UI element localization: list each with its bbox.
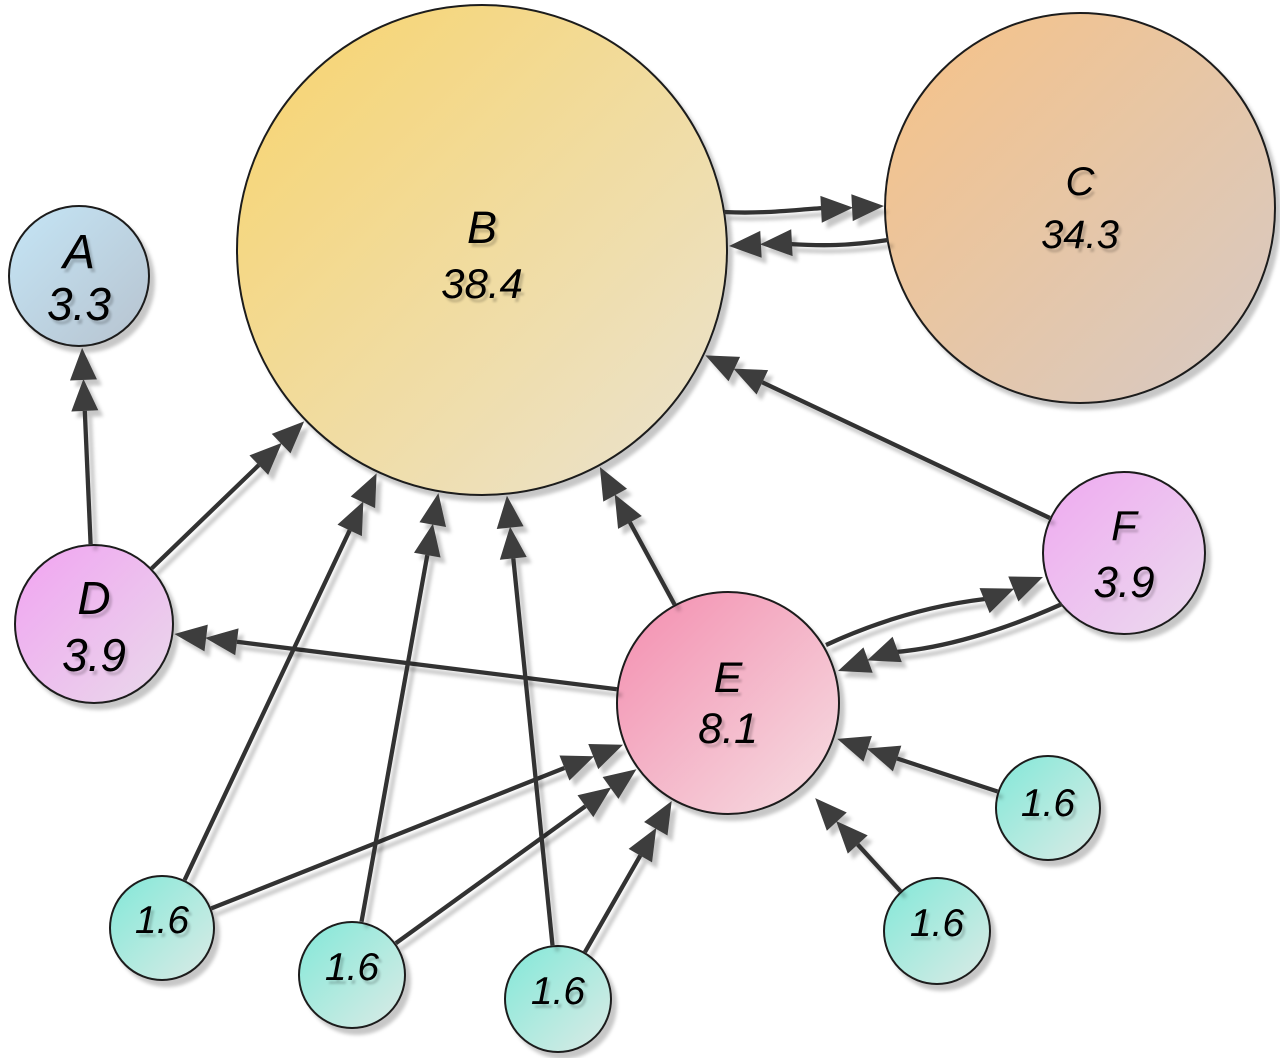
node-G1-value: 1.6	[135, 899, 190, 942]
node-G1-circle	[109, 875, 215, 981]
node-E	[616, 591, 840, 815]
node-A-circle	[8, 205, 150, 347]
edge-G2-B-arrowhead	[413, 493, 447, 558]
node-B-label: B	[467, 202, 497, 253]
edge-C-B-arrowhead	[729, 229, 793, 258]
edge-F-E-arrowhead	[838, 636, 902, 673]
edge-G4-E	[815, 798, 903, 893]
node-C-label: C	[1066, 160, 1096, 204]
edge-G2-E	[394, 769, 637, 946]
node-A	[8, 205, 150, 347]
edge-G3-E-arrowhead	[628, 800, 672, 863]
edge-D-B	[150, 421, 305, 571]
node-G4-value: 1.6	[910, 902, 965, 945]
edge-G5-E-line	[896, 756, 999, 794]
edge-D-A-arrowhead	[69, 347, 99, 412]
edge-G3-B-line	[511, 558, 555, 946]
edge-G2-B	[359, 493, 447, 923]
node-D-value: 3.9	[62, 629, 126, 681]
node-C-value: 34.3	[1041, 213, 1119, 257]
edge-D-A-line	[82, 410, 93, 545]
edge-F-B	[705, 355, 1051, 520]
node-A-label: A	[60, 226, 95, 279]
edge-E-D	[174, 624, 618, 692]
node-F-circle	[1042, 471, 1206, 635]
edge-G1-B	[182, 473, 377, 882]
edge-E-B	[599, 467, 677, 606]
edge-F-E	[838, 602, 1063, 673]
node-C	[884, 12, 1276, 404]
node-F	[1042, 471, 1206, 635]
edge-G2-E-arrowhead	[577, 769, 637, 818]
edge-E-F	[825, 576, 1043, 647]
node-G1	[109, 875, 215, 981]
edge-D-B-arrowhead	[249, 421, 305, 475]
edge-E-B-line	[628, 521, 677, 606]
edge-G5-E	[837, 736, 999, 794]
node-E-label: E	[714, 654, 744, 702]
edge-F-E-line	[895, 602, 1063, 655]
edge-G1-E-line	[210, 766, 566, 911]
edge-G3-B	[496, 495, 555, 946]
node-G3-value: 1.6	[531, 970, 586, 1013]
edge-E-F-line	[825, 596, 986, 647]
node-D-circle	[14, 544, 174, 704]
edge-G1-B-arrowhead	[337, 473, 377, 537]
edge-G1-B-line	[182, 529, 352, 882]
edge-C-B	[729, 229, 889, 258]
edge-F-B-line	[761, 380, 1051, 520]
node-G5-circle	[995, 755, 1101, 861]
edge-G2-E-line	[394, 804, 587, 946]
node-B-circle	[236, 4, 728, 496]
edge-E-B-arrowhead	[599, 467, 642, 529]
edge-C-B-line	[788, 237, 889, 248]
node-G2-value: 1.6	[325, 946, 380, 989]
edge-G4-E-arrowhead	[815, 798, 868, 854]
edge-F-B-arrowhead	[705, 355, 769, 395]
edge-D-A	[69, 347, 99, 545]
node-G4-circle	[883, 877, 991, 985]
edge-B-C-line	[723, 205, 825, 215]
node-G5	[995, 755, 1101, 861]
node-G5-value: 1.6	[1021, 782, 1076, 825]
node-D	[14, 544, 174, 704]
node-E-circle	[616, 591, 840, 815]
node-E-value: 8.1	[698, 705, 758, 753]
node-B	[236, 4, 728, 496]
edge-E-D-line	[236, 639, 618, 692]
node-G2	[298, 921, 406, 1029]
edge-G4-E-line	[856, 843, 903, 893]
node-F-value: 3.9	[1093, 558, 1154, 607]
node-G3-circle	[504, 945, 612, 1053]
node-F-label: F	[1111, 502, 1139, 549]
edge-B-C	[723, 194, 884, 223]
edge-G2-B-line	[359, 554, 430, 923]
edge-G1-E	[210, 744, 623, 911]
node-G4	[883, 877, 991, 985]
edge-E-F-arrowhead	[979, 576, 1043, 614]
edge-B-C-arrowhead	[820, 194, 884, 223]
node-G3	[504, 945, 612, 1053]
node-D-label: D	[77, 572, 110, 624]
node-A-value: 3.3	[47, 278, 111, 330]
edge-G3-B-arrowhead	[496, 495, 527, 560]
edge-G3-E-line	[583, 854, 643, 954]
edge-E-D-arrowhead	[174, 624, 239, 656]
edge-G1-E-arrowhead	[559, 744, 623, 781]
edge-G5-E-arrowhead	[837, 736, 902, 772]
node-B-value: 38.4	[441, 260, 523, 307]
node-C-circle	[884, 12, 1276, 404]
edge-D-B-line	[150, 463, 261, 571]
edge-G3-E	[583, 800, 672, 954]
node-G2-circle	[298, 921, 406, 1029]
